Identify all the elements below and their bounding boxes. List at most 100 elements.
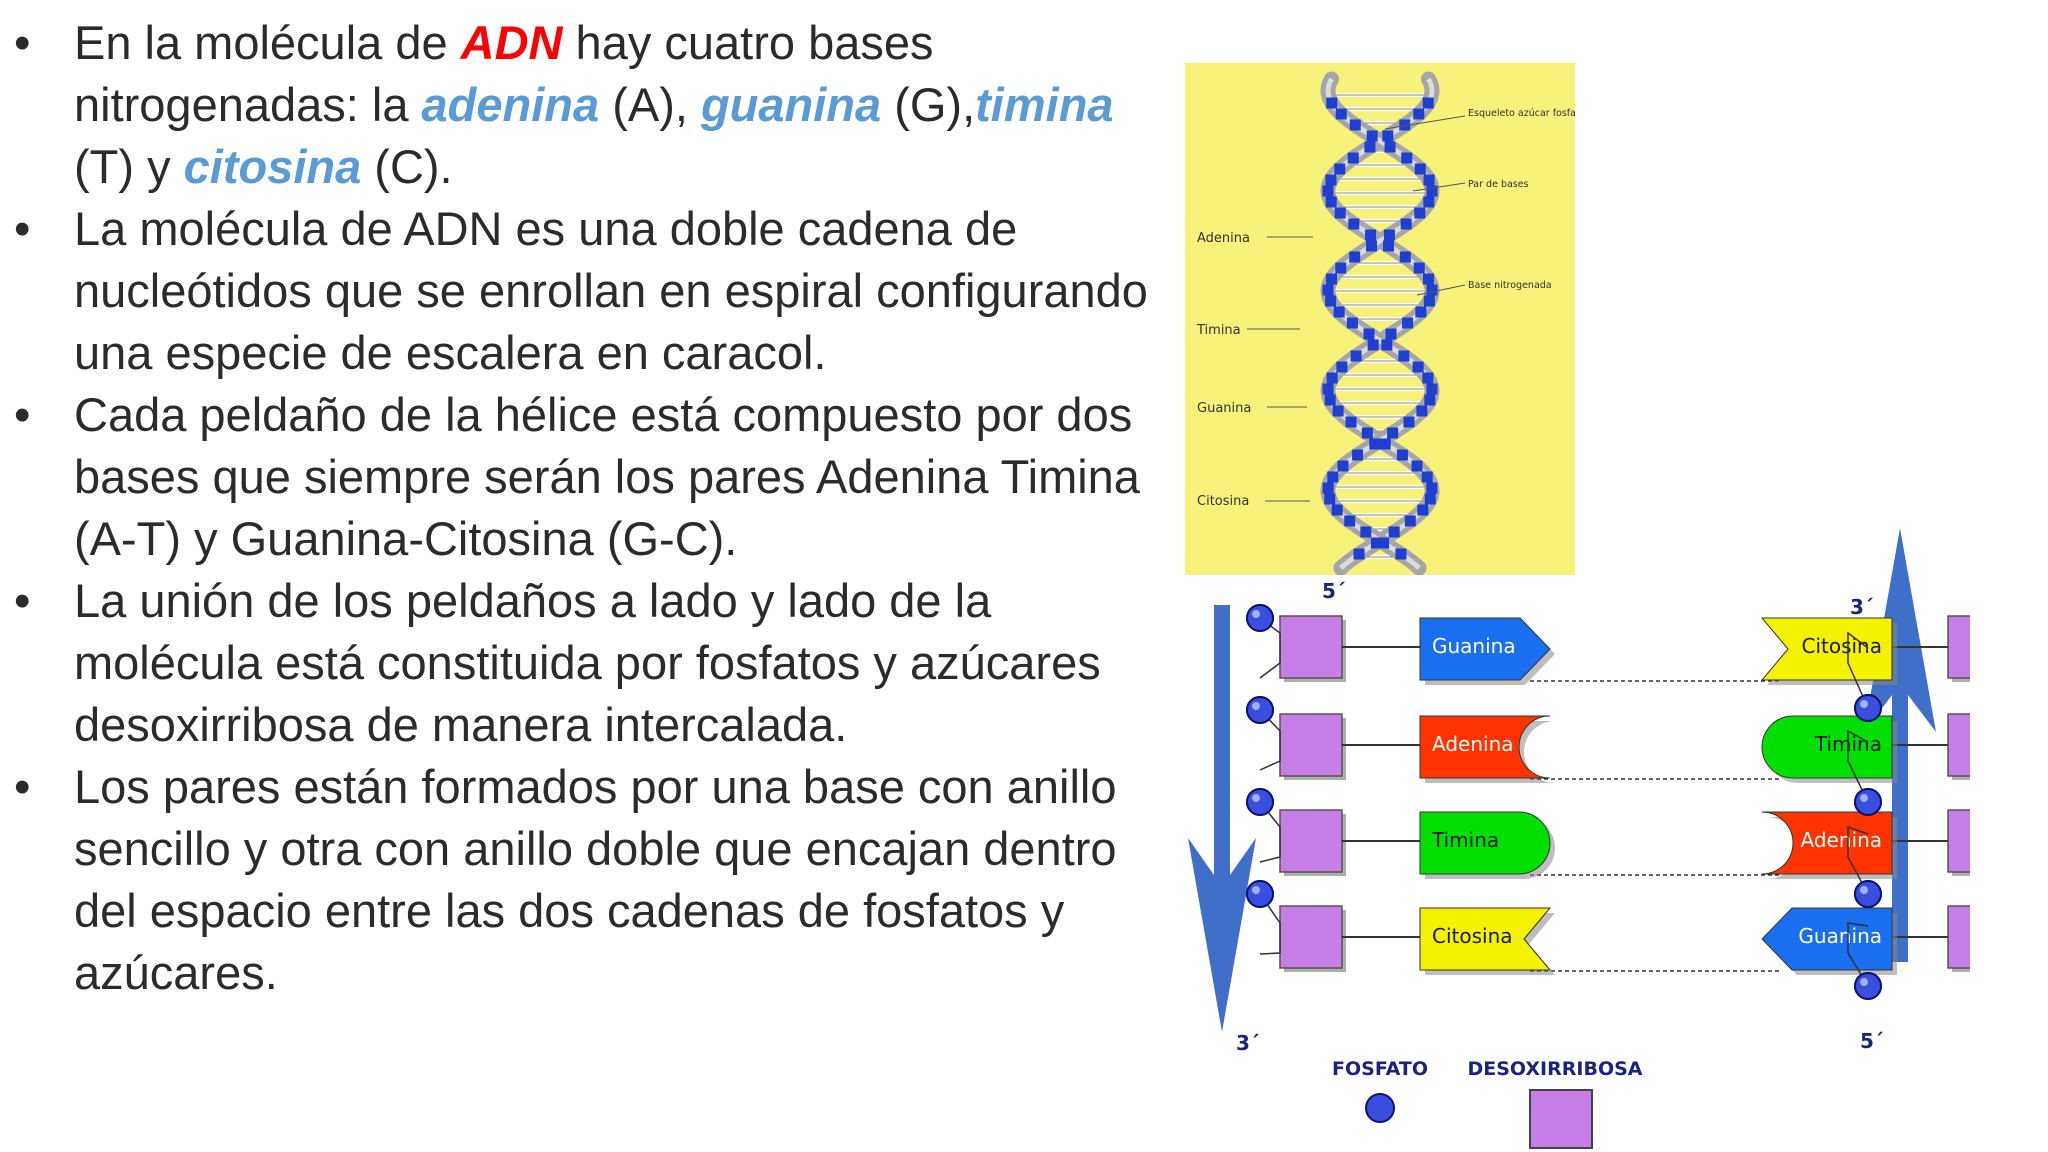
- base-left-label: Citosina: [1432, 924, 1513, 948]
- helix-base-block: [1400, 218, 1412, 230]
- helix-base-block: [1367, 339, 1379, 351]
- helix-base-block: [1332, 405, 1344, 417]
- bullet-item: La unión de los peldaños a lado y lado d…: [0, 570, 1180, 756]
- bullet-text: ADN: [460, 16, 563, 69]
- backbone-right: [1847, 922, 1869, 987]
- base-right: [1761, 811, 1893, 875]
- helix-base-block: [1334, 163, 1346, 175]
- helix-base-block: [1422, 273, 1434, 285]
- phosphate: [1246, 604, 1274, 632]
- sugar-right: [1947, 615, 1970, 679]
- bullet-list: En la molécula de ADN hay cuatro bases n…: [0, 12, 1180, 1004]
- bullet-item: Los pares están formados por una base co…: [0, 756, 1180, 1004]
- bullet-text: (C).: [361, 140, 453, 193]
- helix-base-block: [1381, 339, 1393, 351]
- helix-base-block: [1350, 350, 1362, 362]
- base-left: [1419, 715, 1551, 779]
- helix-base-block: [1426, 284, 1438, 296]
- legend-sugar-icon: [1529, 1089, 1593, 1149]
- helix-base-block: [1399, 251, 1411, 263]
- helix-base-block: [1349, 251, 1361, 263]
- bullet-text: La unión de los peldaños a lado y lado d…: [74, 574, 1101, 751]
- helix-base-block: [1325, 196, 1337, 208]
- helix-base-block: [1349, 119, 1361, 131]
- helix-base-block: [1422, 372, 1434, 384]
- base-left: [1419, 617, 1551, 681]
- phosphate-highlight: [1252, 610, 1260, 618]
- helix-base-block: [1383, 229, 1395, 241]
- strand-end-top-right: 3´: [1850, 595, 1874, 619]
- helix-base-block: [1365, 229, 1377, 241]
- base-right: [1761, 715, 1893, 779]
- sugar-right: [1947, 905, 1970, 969]
- helix-base-block: [1322, 185, 1334, 197]
- phosphate-highlight: [1252, 886, 1260, 894]
- svg-text:Esqueleto azúcar fosfato: Esqueleto azúcar fosfato: [1468, 108, 1575, 119]
- helix-label-timina: Timina: [1196, 323, 1300, 338]
- bullet-text: timina: [975, 78, 1114, 131]
- bullet-text: hay cuatro bases nitrogenadas: la: [74, 16, 934, 131]
- helix-base-block: [1324, 493, 1336, 505]
- helix-base-block: [1347, 152, 1359, 164]
- helix-base-block: [1324, 394, 1336, 406]
- helix-base-block: [1379, 438, 1391, 450]
- helix-base-block: [1366, 240, 1378, 252]
- helix-base-block: [1404, 515, 1416, 527]
- helix-base-block: [1364, 141, 1376, 153]
- phosphate: [1854, 972, 1882, 1000]
- helix-base-block: [1361, 427, 1373, 439]
- helix-base-block: [1327, 471, 1339, 483]
- helix-base-block: [1366, 130, 1378, 142]
- sugar-left: [1279, 809, 1343, 873]
- helix-base-block: [1344, 515, 1356, 527]
- legend-phosphate: FOSFATO: [1332, 1058, 1428, 1123]
- helix-base-block: [1331, 504, 1343, 516]
- helix-base-block: [1322, 284, 1334, 296]
- sugar-left: [1279, 615, 1343, 679]
- helix-base-block: [1352, 449, 1364, 461]
- svg-text:Timina: Timina: [1196, 323, 1241, 338]
- helix-base-block: [1326, 97, 1338, 109]
- helix-base-block: [1388, 526, 1400, 538]
- phosphate: [1854, 694, 1882, 722]
- base-right: [1761, 907, 1893, 971]
- down-arrow-left: [1188, 605, 1256, 1032]
- helix-base-block: [1322, 482, 1334, 494]
- bullet-text: En la molécula de: [74, 16, 461, 69]
- svg-text:DESOXIRRIBOSA: DESOXIRRIBOSA: [1468, 1058, 1643, 1080]
- helix-base-block: [1384, 141, 1396, 153]
- base-left: [1419, 907, 1552, 971]
- bullet-text: guanina: [700, 78, 882, 131]
- helix-base-block: [1335, 108, 1347, 120]
- helix-base-block: [1385, 328, 1397, 340]
- helix-base-block: [1417, 504, 1429, 516]
- bullet-text: (A),: [599, 78, 701, 131]
- phosphate: [1246, 880, 1274, 908]
- base-left-label: Guanina: [1432, 634, 1516, 658]
- helix-base-block: [1326, 273, 1338, 285]
- sugar-right: [1947, 809, 1970, 873]
- bullet-text: citosina: [183, 140, 362, 193]
- helix-base-block: [1426, 482, 1438, 494]
- helix-base-block: [1387, 427, 1399, 439]
- helix-base-block: [1398, 350, 1410, 362]
- helix-base-block: [1414, 163, 1426, 175]
- helix-base-block: [1382, 130, 1394, 142]
- helix-label-guanina: Guanina: [1197, 401, 1307, 416]
- svg-text:Citosina: Citosina: [1197, 494, 1249, 509]
- bullet-text: (T) y: [74, 140, 184, 193]
- helix-base-block: [1423, 174, 1435, 186]
- sugar-left: [1279, 905, 1343, 969]
- bullet-text: adenina: [421, 78, 600, 131]
- helix-base-block: [1403, 416, 1415, 428]
- backbone-left: [1259, 801, 1281, 863]
- bullet-item: La molécula de ADN es una doble cadena d…: [0, 198, 1180, 384]
- helix-base-block: [1412, 361, 1424, 373]
- helix-base-block: [1413, 108, 1425, 120]
- svg-text:Guanina: Guanina: [1197, 401, 1251, 416]
- backbone-left: [1259, 709, 1281, 771]
- helix-base-block: [1423, 196, 1435, 208]
